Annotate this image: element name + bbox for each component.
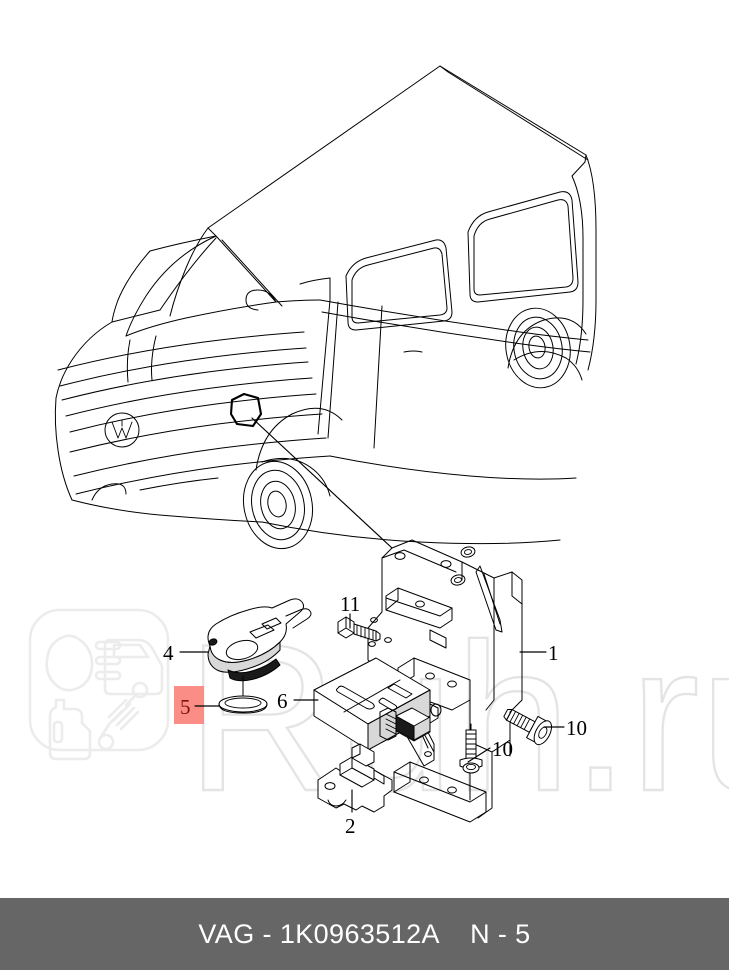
part-10a-screw-with-washer [459,723,483,774]
part-5-battery-cell [218,695,268,714]
oil-bottle-icon [48,698,92,761]
part-2-retaining-clip [317,743,393,813]
car-door-icon [103,638,164,696]
callout-4: 4 [163,641,174,665]
footer-part-label: VAG - 1K0963512A N - 5 [198,918,531,949]
callout-11: 11 [340,592,360,616]
callout-leaders [179,613,565,813]
callout-numbers: 1 2 4 5 6 10 10 11 [163,592,587,838]
component-location-marker [229,392,263,428]
footer-bar: VAG - 1K0963512A N - 5 [0,898,729,970]
callout-2: 2 [345,814,356,838]
watermark-logo-box [28,608,170,761]
part-6-control-module [313,657,442,751]
callout-5: 5 [180,695,191,719]
shock-absorber-icon [97,681,149,751]
callout-1: 1 [548,641,559,665]
headlight-icon [45,634,122,692]
callout-10b: 10 [566,716,587,740]
callout-10a: 10 [492,737,513,761]
vehicle-illustration [54,65,597,550]
callout-6: 6 [277,689,288,713]
part-4-key-fob [207,598,312,701]
highlight-box-part-5 [174,686,204,724]
part-10b-hex-flange-screw [503,708,553,746]
